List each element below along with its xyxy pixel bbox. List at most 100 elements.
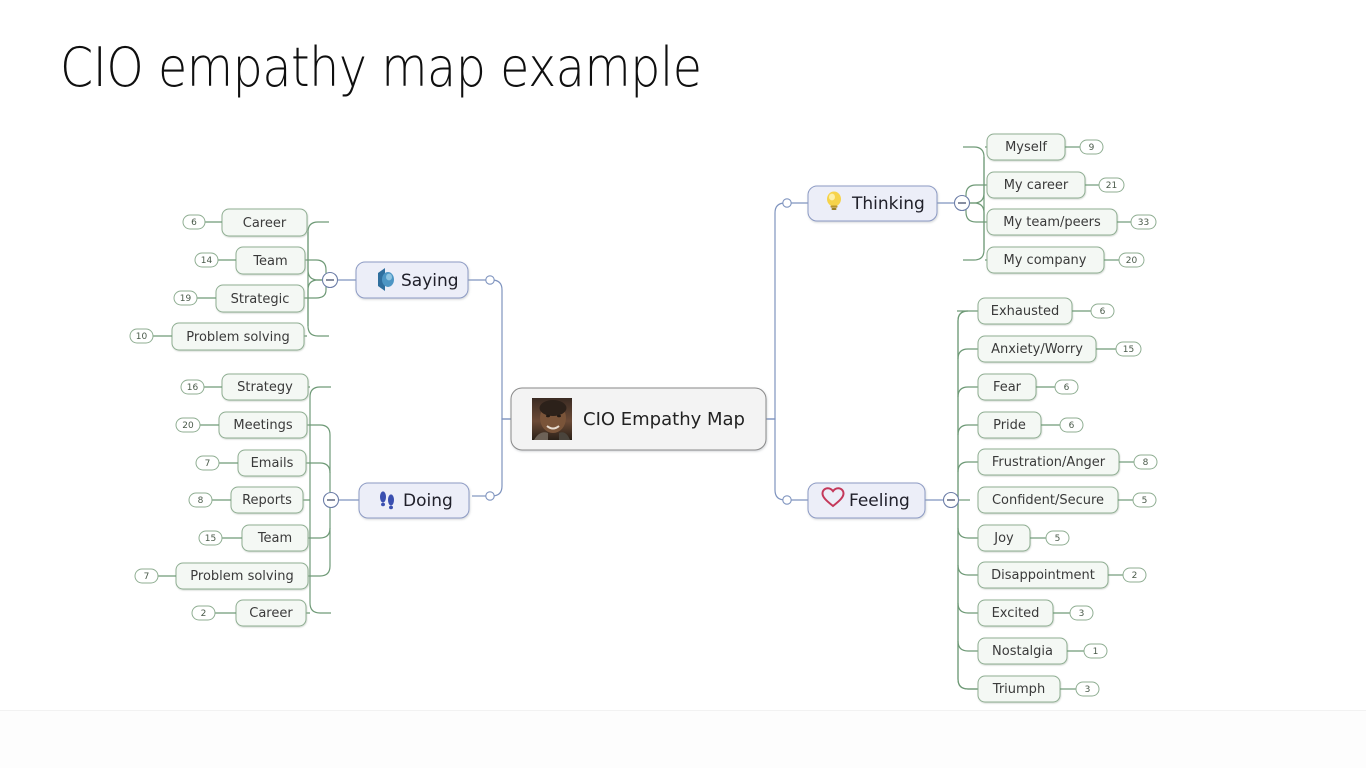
leaf-count-badge: [180, 379, 205, 395]
connectors-saying: [172, 221, 331, 337]
leaf-count-badge: [1059, 417, 1084, 433]
connectors-thinking: [961, 146, 1117, 261]
leaf-count-badge: [1122, 567, 1147, 583]
leaf-count: 15: [205, 534, 216, 544]
leaf-doing-emails[interactable]: Emails 7: [195, 449, 307, 477]
leaf-count: 2: [201, 609, 207, 619]
leaf-count: 3: [1079, 609, 1085, 619]
leaf-label: Frustration/Anger: [992, 455, 1106, 470]
leaf-feeling-excited[interactable]: Excited 3: [977, 599, 1094, 627]
leaf-count-badge: [1075, 681, 1100, 697]
leaf-count-badge: [175, 417, 201, 433]
speech-bubble-icon: [378, 268, 394, 291]
trunk-right: [766, 198, 808, 505]
leaf-feeling-anxiety-worry[interactable]: Anxiety/Worry 15: [977, 335, 1142, 363]
leaf-doing-strategy[interactable]: Strategy 16: [180, 373, 309, 401]
leaf-thinking-my-career[interactable]: My career 21: [986, 171, 1125, 199]
leaf-saying-team[interactable]: Team 14: [194, 246, 306, 275]
leaf-doing-meetings[interactable]: Meetings 20: [175, 411, 308, 439]
leaf-doing-problem-solving[interactable]: Problem solving 7: [134, 562, 309, 590]
leaf-count: 6: [1100, 307, 1106, 317]
leaf-saying-strategic[interactable]: Strategic 19: [173, 284, 305, 313]
leaf-feeling-fear[interactable]: Fear 6: [977, 373, 1079, 401]
leaf-count: 19: [180, 294, 192, 304]
leaf-count-badge: [1069, 605, 1094, 621]
leaf-count-badge: [1083, 643, 1108, 659]
branch-saying[interactable]: Saying Career 6 Team 14 Strategic: [129, 208, 469, 351]
branch-label-feeling: Feeling: [849, 491, 910, 511]
leaf-feeling-pride[interactable]: Pride 6: [977, 411, 1084, 439]
leaf-doing-career[interactable]: Career 2: [191, 599, 307, 627]
collapse-toggle-thinking[interactable]: [953, 194, 971, 212]
leaf-label: Team: [257, 531, 292, 546]
leaf-doing-team[interactable]: Team 15: [198, 524, 309, 552]
leaf-label: Confident/Secure: [992, 493, 1104, 508]
leaf-label: Strategic: [231, 292, 290, 307]
branch-node-thinking[interactable]: [807, 185, 938, 222]
leaf-label: Career: [249, 606, 293, 621]
leaf-label: Team: [252, 254, 287, 269]
leaf-feeling-nostalgia[interactable]: Nostalgia 1: [977, 637, 1108, 665]
leaf-count: 7: [144, 572, 150, 582]
collapse-toggle-doing[interactable]: [322, 491, 340, 509]
leaf-count: 8: [198, 496, 204, 506]
branch-label-doing: Doing: [403, 491, 453, 511]
branch-feeling[interactable]: Feeling Exhausted 6 Anxiety/Worry 15 Fea…: [807, 297, 1158, 703]
leaf-count: 14: [201, 256, 213, 266]
branch-node-feeling[interactable]: [807, 482, 926, 519]
leaf-count-badge: [191, 605, 216, 621]
branch-thinking[interactable]: Thinking Myself 9 My career 21 My team/p…: [807, 133, 1157, 274]
footsteps-icon: [380, 491, 394, 510]
leaf-saying-career[interactable]: Career 6: [182, 208, 308, 237]
leaf-thinking-myself[interactable]: Myself 9: [986, 133, 1104, 161]
leaf-saying-problem-solving[interactable]: Problem solving 10: [129, 322, 305, 351]
leaf-count: 6: [191, 218, 197, 228]
leaf-label: Problem solving: [190, 569, 293, 584]
leaf-feeling-triumph[interactable]: Triumph 3: [977, 675, 1100, 703]
leaf-label: My career: [1004, 178, 1069, 193]
leaf-label: Problem solving: [186, 330, 289, 345]
leaf-feeling-joy[interactable]: Joy 5: [977, 524, 1070, 552]
leaf-feeling-exhausted[interactable]: Exhausted 6: [977, 297, 1115, 325]
leaf-count-badge: [129, 328, 154, 344]
leaf-count-badge: [1079, 139, 1104, 155]
branch-doing[interactable]: Doing Strategy 16 Meetings 20 Emails: [134, 373, 470, 627]
leaf-count: 20: [182, 421, 194, 431]
leaf-count: 6: [1064, 383, 1070, 393]
leaf-label: My team/peers: [1003, 215, 1101, 230]
collapse-toggle-feeling[interactable]: [942, 491, 960, 509]
leaf-count: 5: [1055, 534, 1061, 544]
collapse-toggle-saying[interactable]: [321, 271, 339, 289]
leaf-count: 2: [1132, 571, 1138, 581]
leaf-count: 3: [1085, 685, 1091, 695]
leaf-count-badge: [198, 530, 223, 546]
leaf-thinking-my-team-peers[interactable]: My team/peers 33: [986, 208, 1157, 236]
lightbulb-icon: [827, 191, 841, 210]
leaf-count-badge: [182, 214, 206, 230]
leaf-feeling-frustration-anger[interactable]: Frustration/Anger 8: [977, 448, 1158, 476]
leaf-count-badge: [1133, 454, 1158, 470]
leaf-label: Nostalgia: [992, 644, 1053, 659]
leaf-doing-reports[interactable]: Reports 8: [188, 486, 304, 514]
branch-node-doing[interactable]: [358, 482, 470, 519]
leaf-feeling-confident-secure[interactable]: Confident/Secure 5: [977, 486, 1157, 514]
leaf-label: Joy: [993, 531, 1014, 546]
leaf-feeling-disappointment[interactable]: Disappointment 2: [977, 561, 1147, 589]
trunk-left: [467, 275, 511, 501]
leaf-count: 33: [1138, 218, 1149, 228]
leaf-label: My company: [1004, 253, 1087, 268]
leaf-thinking-my-company[interactable]: My company 20: [986, 246, 1145, 274]
leaf-label: Anxiety/Worry: [991, 342, 1083, 357]
leaf-count: 10: [136, 332, 148, 342]
leaf-count-badge: [194, 252, 219, 268]
leaf-count-badge: [1090, 303, 1115, 319]
leaf-label: Career: [243, 216, 287, 231]
leaf-label: Pride: [993, 418, 1026, 433]
avatar: [532, 398, 572, 440]
hub-dot-feeling: [782, 495, 792, 505]
root-node[interactable]: CIO Empathy Map: [510, 387, 767, 451]
branch-label-saying: Saying: [401, 271, 459, 291]
branch-label-thinking: Thinking: [851, 194, 925, 214]
